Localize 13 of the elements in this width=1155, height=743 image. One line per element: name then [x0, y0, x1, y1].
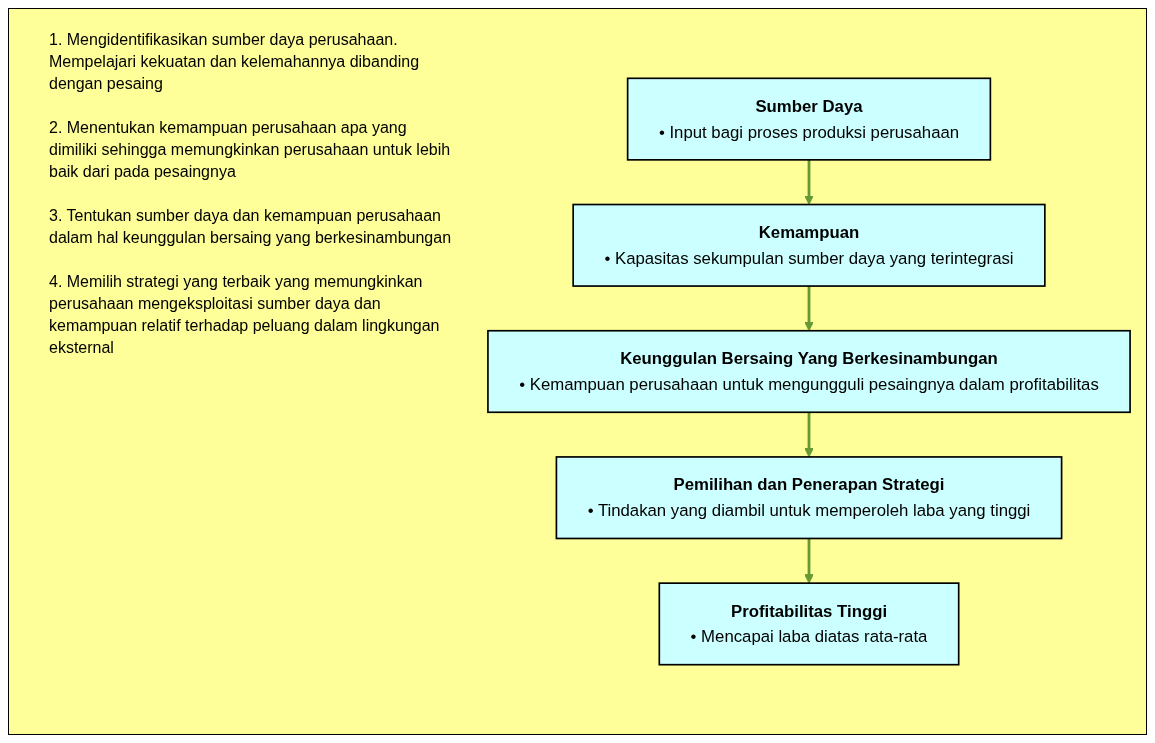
- arrow: [804, 286, 814, 332]
- node-box: Pemilihan dan Penerapan Strategi • Tindakan yang diambil untuk memperoleh laba yang tinggi: [555, 456, 1063, 540]
- node-box: Sumber Daya • Input bagi proses produksi perusahaan: [626, 77, 992, 161]
- node-box: Profitabilitas Tinggi • Mencapai laba diatas rata-rata: [658, 582, 960, 666]
- step-note: 4. Memilih strategi yang terbaik yang memungkinkan perusahaan mengeksploitasi sumber daya dan kemampuan relatif terhadap peluang dalam lingkungan eksternal: [49, 272, 441, 358]
- arrow: [804, 538, 814, 584]
- step-note: 2. Menentukan kemampuan perusahaan apa yang dimiliki sehingga memungkinkan perusahaan untuk lebih baik dari pada pesaingnya: [49, 118, 452, 182]
- node-box: Keunggulan Bersaing Yang Berkesinambungan • Kemampuan perusahaan untuk mengungguli pesaingnya dalam profitabilitas: [487, 329, 1131, 414]
- node-box: Kemampuan • Kapasitas sekumpulan sumber daya yang terintegrasi: [572, 203, 1046, 287]
- step-note: 3. Tentukan sumber daya dan kemampuan perusahaan dalam hal keunggulan bersaing yang berkesinambungan: [49, 206, 453, 248]
- arrow: [804, 412, 814, 458]
- step-note: 1. Mengidentifikasikan sumber daya perusahaan. Mempelajari kekuatan dan kelemahannya dibanding dengan pesaing: [49, 30, 421, 94]
- arrow: [804, 159, 814, 205]
